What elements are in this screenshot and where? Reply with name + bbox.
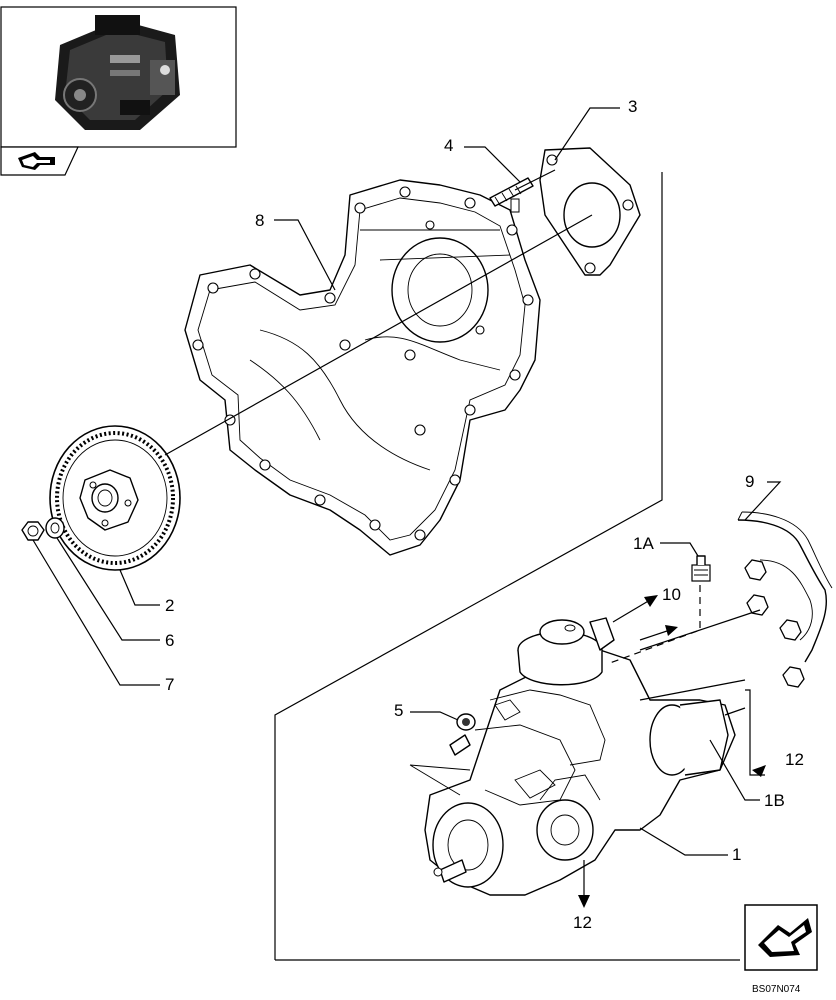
callout-7: 7 <box>165 675 174 694</box>
pump-assembly-frame <box>274 172 740 961</box>
gasket-part-3 <box>539 147 641 276</box>
callout-8: 8 <box>255 211 264 230</box>
injection-pipes-part-9 <box>737 511 833 688</box>
bleed-valve-part-1A <box>691 555 711 582</box>
gear-cover-part-8 <box>184 179 541 556</box>
engine-thumbnail-icon <box>55 15 180 130</box>
stud-part-4 <box>489 177 534 213</box>
callout-10: 10 <box>662 585 681 604</box>
callout-1B: 1B <box>764 791 785 810</box>
navigation-arrow-icon[interactable] <box>744 904 818 971</box>
reference-arrow-icon[interactable] <box>18 152 55 170</box>
callout-12-right: 12 <box>785 750 804 769</box>
callout-9: 9 <box>745 472 754 491</box>
drawing-code: BS07N074 <box>752 984 801 995</box>
callout-12-bottom: 12 <box>573 913 592 932</box>
callout-1A: 1A <box>633 534 654 553</box>
nut-part-7 <box>21 521 45 541</box>
washer-part-6 <box>45 517 65 539</box>
callout-5: 5 <box>394 701 403 720</box>
assembly-axis-lines <box>164 169 761 701</box>
callout-2: 2 <box>165 596 174 615</box>
callout-labels: 3 4 8 2 6 7 9 1A 10 5 12 1B 1 12 <box>165 97 804 932</box>
gear-part-2 <box>49 425 181 571</box>
leader-lines <box>32 107 782 856</box>
callout-1: 1 <box>732 845 741 864</box>
engine-thumbnail-box <box>0 6 237 176</box>
flow-arrows <box>578 595 766 908</box>
callout-3: 3 <box>628 97 637 116</box>
callout-4: 4 <box>444 136 453 155</box>
seal-part-5 <box>456 713 476 731</box>
injection-pump-part-1 <box>409 617 746 896</box>
callout-6: 6 <box>165 631 174 650</box>
